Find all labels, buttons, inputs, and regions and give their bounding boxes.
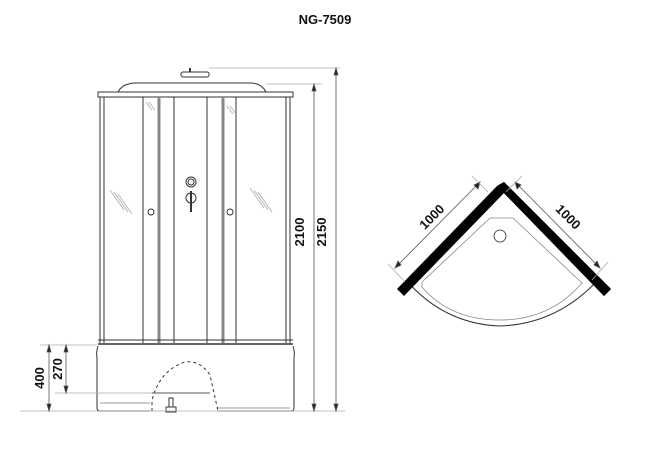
tray-arch	[151, 361, 219, 412]
dim-400: 400	[32, 367, 47, 389]
dim-1000-left: 1000	[416, 201, 447, 232]
shower-head-base	[180, 71, 210, 78]
front-dimensions	[20, 66, 345, 413]
top-rail	[97, 91, 294, 98]
dim-2150: 2150	[314, 218, 329, 247]
roof-dome	[117, 82, 267, 93]
tray-leg	[168, 397, 174, 408]
door-handle-right	[226, 208, 234, 216]
wall-left	[397, 186, 504, 296]
tray-inner	[421, 217, 583, 321]
dim-1000-right: 1000	[553, 201, 584, 232]
model-title: NG-7509	[298, 12, 352, 27]
glass-reflection	[109, 101, 273, 215]
top-dimensions	[387, 175, 609, 283]
control-knob	[185, 176, 197, 188]
top-view	[397, 182, 611, 327]
drain-icon	[493, 229, 507, 243]
front-view	[96, 68, 295, 413]
dim-2100: 2100	[292, 218, 307, 247]
dim-270: 270	[50, 358, 65, 380]
tray-left	[96, 345, 150, 412]
tray-right	[218, 345, 295, 412]
tray-outline	[405, 279, 597, 327]
door-handle-left	[147, 208, 155, 216]
